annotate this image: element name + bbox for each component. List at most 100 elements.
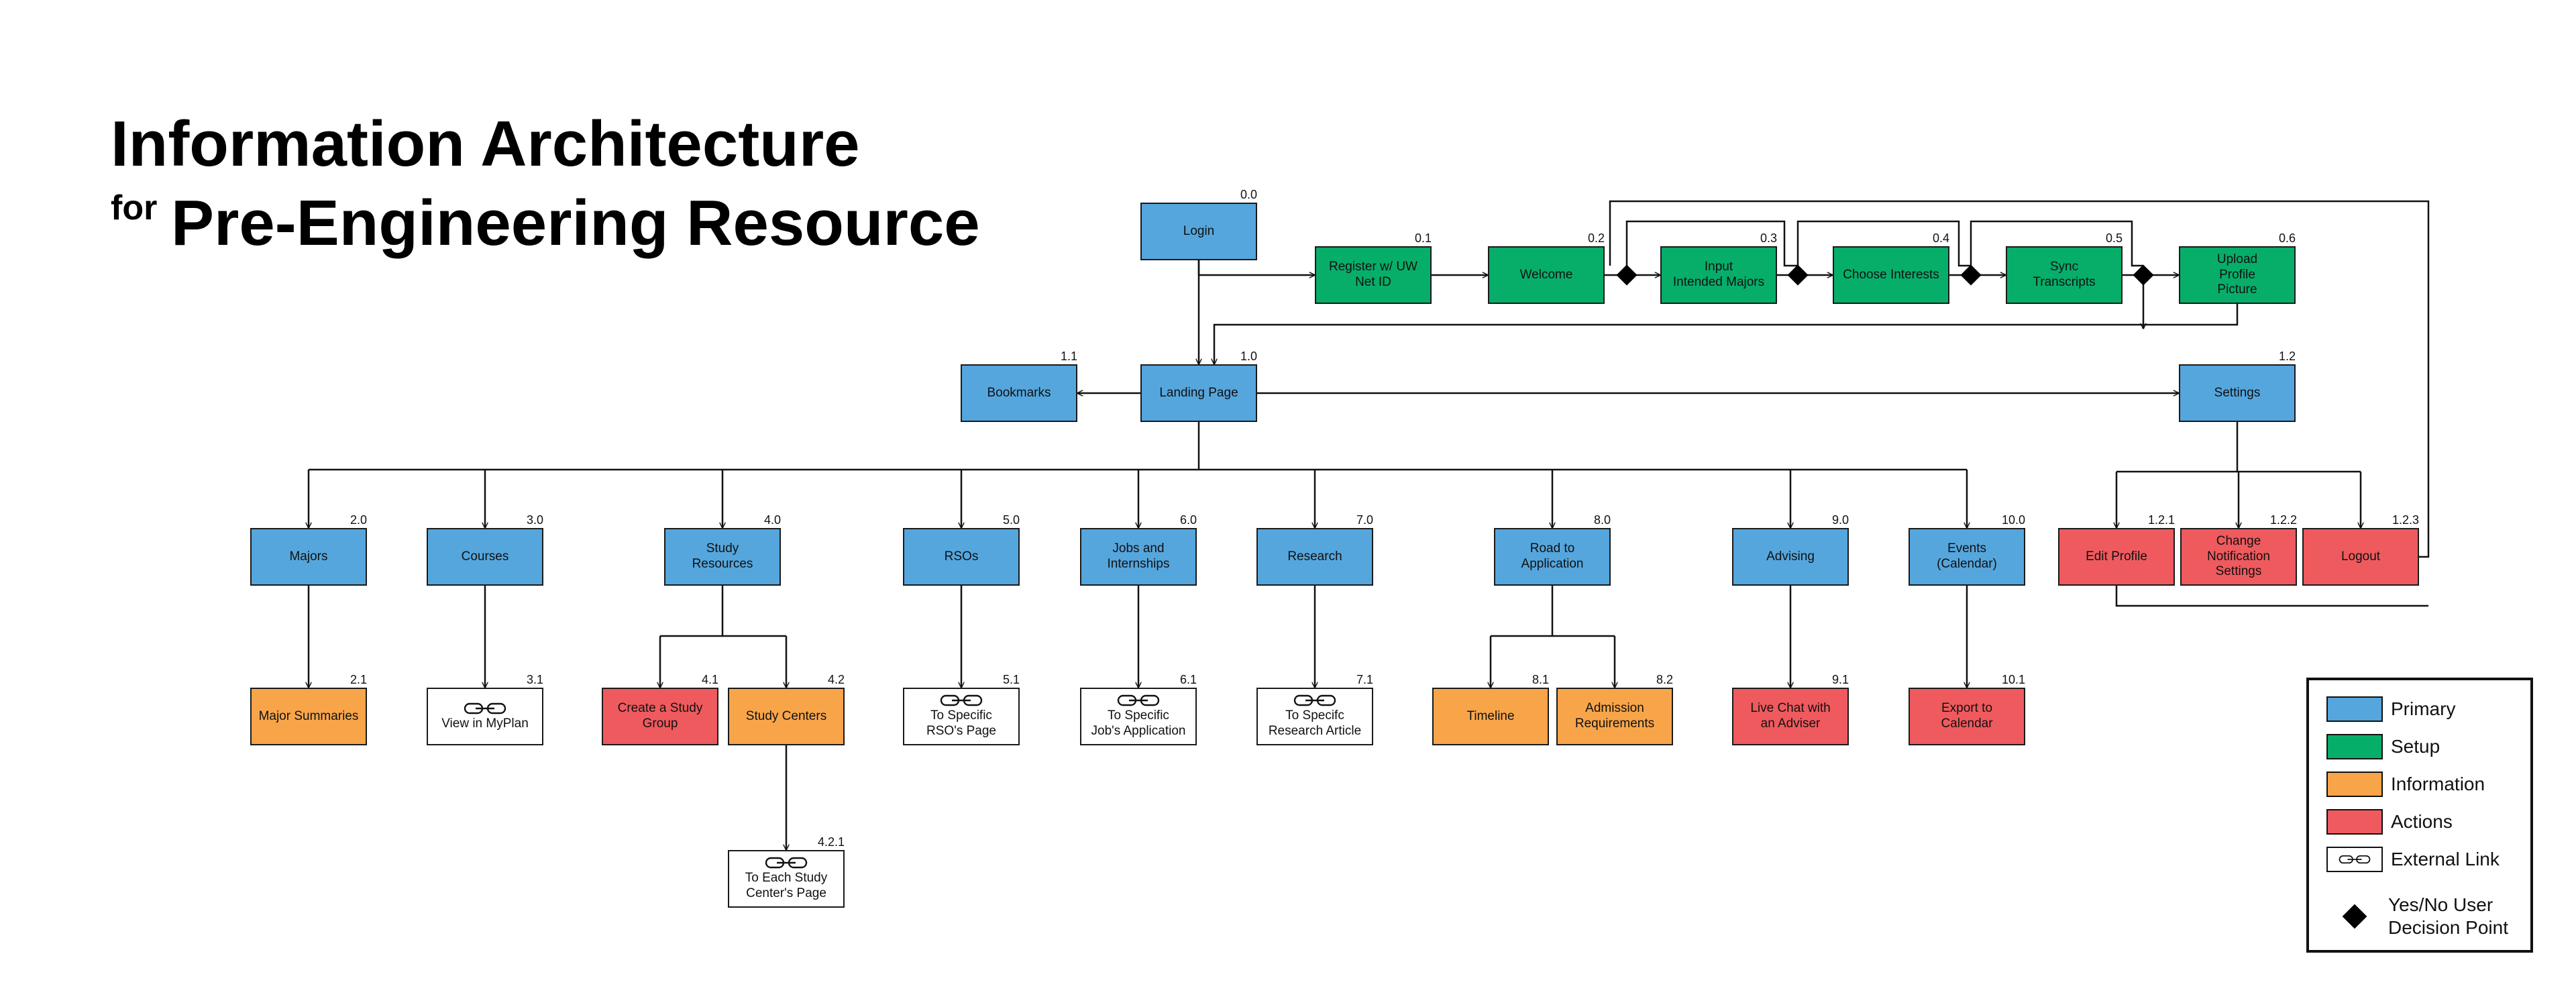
node-logout: Logout: [2302, 528, 2419, 586]
node-number: 10.0: [2001, 513, 2025, 527]
legend-external: External Link: [2326, 847, 2500, 872]
node-label: To Specific Job's Application: [1091, 708, 1186, 738]
legend: Primary Setup Information Actions Extern…: [2306, 678, 2533, 953]
node-number: 3.1: [526, 673, 543, 686]
node-label: Courses: [461, 549, 509, 564]
link-icon: [765, 857, 808, 869]
node-label: Upload Profile Picture: [2216, 252, 2258, 297]
node-number: 4.2.1: [817, 835, 845, 849]
node-number: 9.1: [1831, 673, 1849, 686]
node-register: Register w/ UW Net ID: [1315, 246, 1432, 304]
legend-decision-label: Yes/No User Decision Point: [2388, 894, 2508, 938]
legend-decision: Yes/No User Decision Point: [2326, 894, 2508, 939]
link-icon: [464, 702, 506, 714]
node-study: Study Resources: [664, 528, 781, 586]
node-number: 8.2: [1656, 673, 1673, 686]
legend-actions-label: Actions: [2391, 811, 2453, 833]
connector-skip: [1796, 220, 1971, 267]
connector-study-bus: [721, 586, 786, 637]
node-label: Sync Transcripts: [2033, 260, 2096, 289]
node-label: Majors: [289, 549, 328, 564]
node-rsopage: To Specific RSO's Page: [903, 688, 1020, 745]
node-courses: Courses: [427, 528, 543, 586]
node-label: RSOs: [944, 549, 979, 564]
node-label: Welcome: [1519, 267, 1573, 282]
node-majors-in: Input Intended Majors: [1660, 246, 1777, 304]
node-number: 4.0: [763, 513, 781, 527]
node-number: 0.1: [1414, 231, 1432, 245]
node-number: 1.2.1: [2147, 513, 2175, 527]
node-label: Landing Page: [1159, 385, 1238, 400]
decision-diamond-icon: [1787, 264, 1809, 286]
node-majors: Majors: [250, 528, 367, 586]
node-number: 9.0: [1831, 513, 1849, 527]
node-label: Timeline: [1466, 708, 1515, 723]
node-number: 0.4: [1932, 231, 1949, 245]
node-number: 1.2.2: [2269, 513, 2297, 527]
node-label: Admission Requirements: [1574, 701, 1655, 731]
node-research: Research: [1256, 528, 1373, 586]
decision-diamond-icon: [1616, 264, 1638, 286]
node-label: Settings: [2214, 385, 2261, 400]
node-settings: Settings: [2179, 364, 2296, 422]
node-interests: Choose Interests: [1833, 246, 1949, 304]
node-label: Study Centers: [745, 708, 827, 723]
decision-diamond-icon: [1960, 264, 1982, 286]
node-label: Change Notification Settings: [2207, 533, 2270, 579]
node-chat: Live Chat with an Adviser: [1732, 688, 1849, 745]
node-label: Export to Calendar: [1941, 701, 1993, 731]
node-number: 0.6: [2278, 231, 2296, 245]
node-label: Input Intended Majors: [1672, 260, 1765, 289]
node-number: 2.0: [350, 513, 367, 527]
connector-upload-landing: [1214, 304, 2239, 364]
title-for: for: [111, 189, 158, 227]
node-label: Edit Profile: [2086, 549, 2147, 564]
node-number: 7.1: [1356, 673, 1373, 686]
legend-information-swatch: [2326, 772, 2383, 797]
node-label: Research: [1287, 549, 1342, 564]
node-label: Register w/ UW Net ID: [1329, 260, 1417, 289]
node-label: Logout: [2341, 549, 2381, 564]
node-label: Bookmarks: [987, 385, 1051, 400]
node-number: 1.2: [2278, 350, 2296, 363]
node-number: 0.0: [1240, 188, 1257, 201]
node-number: 0.5: [2105, 231, 2123, 245]
decision-diamond-icon: [2342, 904, 2367, 929]
node-number: 5.1: [1002, 673, 1020, 686]
node-bookmarks: Bookmarks: [961, 364, 1077, 422]
node-advising: Advising: [1732, 528, 1849, 586]
node-number: 7.0: [1356, 513, 1373, 527]
node-label: View in MyPlan: [441, 716, 529, 731]
node-number: 1.0: [1240, 350, 1257, 363]
connector-edit-loop: [2115, 586, 2428, 607]
node-login: Login: [1140, 203, 1257, 260]
node-number: 6.1: [1179, 673, 1197, 686]
node-label: To Each Study Center's Page: [745, 871, 828, 900]
legend-actions-swatch: [2326, 809, 2383, 835]
node-group: Create a Study Group: [602, 688, 718, 745]
connector-skip: [1970, 220, 2143, 267]
node-admreq: Admission Requirements: [1556, 688, 1673, 745]
node-article: To Specifc Research Article: [1256, 688, 1373, 745]
node-label: Events (Calendar): [1937, 541, 1997, 571]
node-centerpage: To Each Study Center's Page: [728, 850, 845, 908]
node-welcome: Welcome: [1488, 246, 1605, 304]
node-majsum: Major Summaries: [250, 688, 367, 745]
node-label: Major Summaries: [258, 708, 359, 723]
link-icon: [940, 695, 983, 706]
connector-logout-loop: [1609, 200, 2430, 558]
node-rsos: RSOs: [903, 528, 1020, 586]
legend-setup: Setup: [2326, 734, 2440, 759]
link-icon: [2339, 855, 2371, 864]
node-number: 4.2: [827, 673, 845, 686]
node-label: To Specific RSO's Page: [926, 708, 996, 738]
node-landing: Landing Page: [1140, 364, 1257, 422]
legend-information-label: Information: [2391, 774, 2485, 795]
node-edit: Edit Profile: [2058, 528, 2175, 586]
legend-setup-swatch: [2326, 734, 2383, 759]
node-number: 1.1: [1060, 350, 1077, 363]
node-timeline: Timeline: [1432, 688, 1549, 745]
legend-primary: Primary: [2326, 696, 2455, 722]
legend-external-swatch: [2326, 847, 2383, 872]
